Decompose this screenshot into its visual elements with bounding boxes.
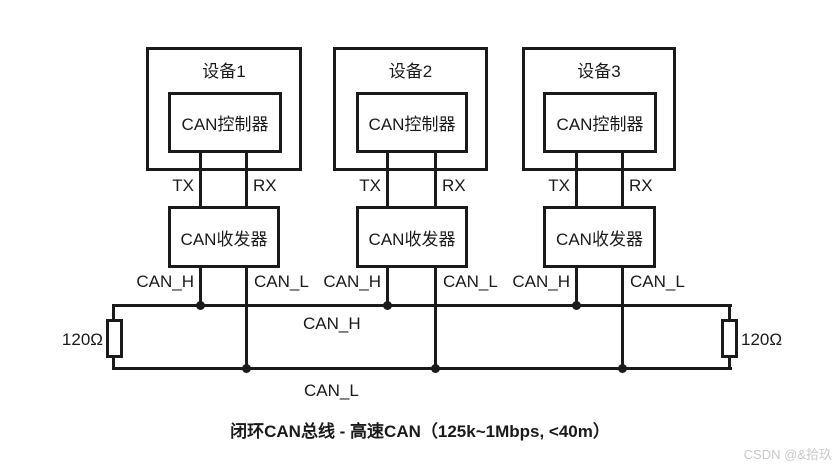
device1-controller-box: CAN控制器 (168, 92, 282, 153)
device1-transceiver-box: CAN收发器 (168, 206, 280, 268)
bus-canl-label: CAN_L (304, 381, 359, 400)
device2-canl-wire (434, 266, 437, 370)
device1-label: 设备1 (202, 62, 246, 81)
device2-canh-wire (386, 266, 389, 307)
device2-label: 设备2 (388, 62, 433, 81)
bus-canh-line (112, 304, 732, 307)
bus-canh-label: CAN_H (303, 314, 361, 333)
device1-canl-wire (245, 266, 248, 370)
device3-canl-wire (621, 266, 624, 370)
device3-label: 设备3 (577, 62, 621, 81)
device1-tx-label: TX (172, 176, 194, 195)
device1-canh-label: CAN_H (136, 272, 194, 291)
device2-tx-label: TX (359, 176, 381, 195)
device3-rx-wire (621, 151, 624, 208)
device1-rx-label: RX (253, 176, 277, 195)
device3-controller-box: CAN控制器 (543, 92, 657, 153)
device3-canh-wire (575, 266, 578, 307)
bus-canl-line (112, 367, 732, 370)
device1-rx-wire (245, 151, 248, 208)
watermark-text: CSDN @&拾玖 (743, 447, 832, 462)
device1-canh-wire (199, 266, 202, 307)
device1-tx-wire (199, 151, 202, 208)
terminator-right-label: 120Ω (741, 330, 783, 349)
device2-canh-label: CAN_H (323, 272, 381, 291)
device1-canl-label: CAN_L (254, 272, 309, 291)
device2-rx-wire (434, 151, 437, 208)
device2-canl-label: CAN_L (443, 272, 498, 291)
terminator-left-label: 120Ω (61, 330, 103, 349)
device3-tx-wire (575, 151, 578, 208)
device2-tx-wire (386, 151, 389, 208)
terminator-right-resistor (721, 319, 738, 358)
device3-tx-label: TX (548, 176, 570, 195)
device2-transceiver-box: CAN收发器 (356, 206, 468, 268)
diagram-caption: 闭环CAN总线 - 高速CAN（125k~1Mbps, <40m） (230, 422, 610, 441)
terminator-left-resistor (106, 319, 123, 358)
device3-canh-label: CAN_H (512, 272, 570, 291)
device3-transceiver-box: CAN收发器 (543, 206, 656, 268)
device3-rx-label: RX (629, 176, 653, 195)
device2-controller-box: CAN控制器 (356, 92, 468, 153)
device3-canl-label: CAN_L (630, 272, 685, 291)
device2-rx-label: RX (442, 176, 466, 195)
